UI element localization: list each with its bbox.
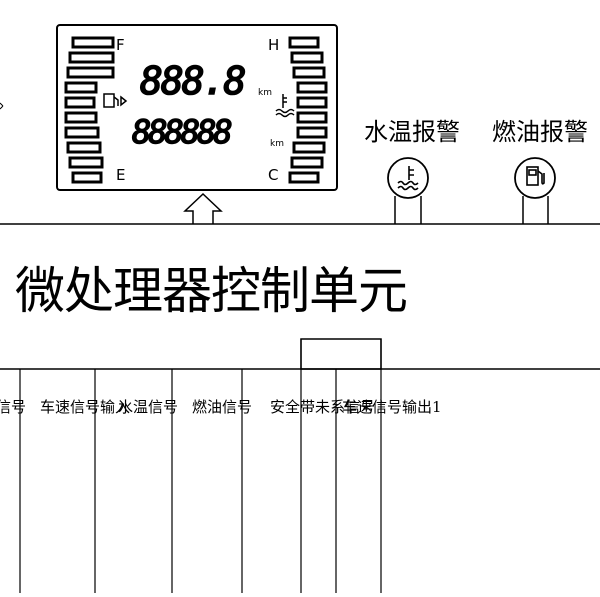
fuel-alarm-label: 燃油报警 (492, 118, 588, 146)
speed-unit: km (258, 88, 272, 98)
fuel-pump-icon (526, 166, 545, 186)
lcd-coolant-icon (275, 94, 295, 118)
display-input-arrow (183, 192, 223, 224)
seatbelt-output-box (300, 338, 382, 370)
speed-readout: 888.8 (140, 59, 245, 103)
signal-label: 车速信号输出1 (342, 398, 442, 416)
temp-hot-label: H (268, 36, 279, 54)
coolant-alarm-lamp (387, 157, 429, 224)
controller-title: 微处理器控制单元 (15, 262, 407, 320)
signal-label: 安全带未系信号 (270, 398, 375, 416)
signal-label: 车速信号输入 (40, 398, 130, 416)
signal-label: 信号 (0, 398, 26, 416)
coolant-alarm-label: 水温报警 (364, 118, 460, 146)
fuel-level-segments (64, 36, 115, 184)
temperature-level-segments (288, 36, 328, 184)
lcd-fuel-icon (103, 93, 128, 108)
odometer-readout: 888888 (132, 113, 231, 151)
coolant-temp-icon (397, 166, 419, 191)
fuel-empty-label: E (116, 166, 125, 184)
signal-label: 燃油信号 (192, 398, 252, 416)
fuel-full-label: F (116, 36, 125, 54)
temp-cold-label: C (268, 166, 278, 184)
signal-channel-lines (19, 339, 382, 593)
lcd-display-panel: F E H C 888.8 km 888888 km (56, 24, 338, 191)
signal-label: 水温信号 (118, 398, 178, 416)
edge-mark (0, 102, 4, 110)
fuel-alarm-lamp (514, 157, 556, 224)
odometer-unit: km (270, 139, 284, 149)
